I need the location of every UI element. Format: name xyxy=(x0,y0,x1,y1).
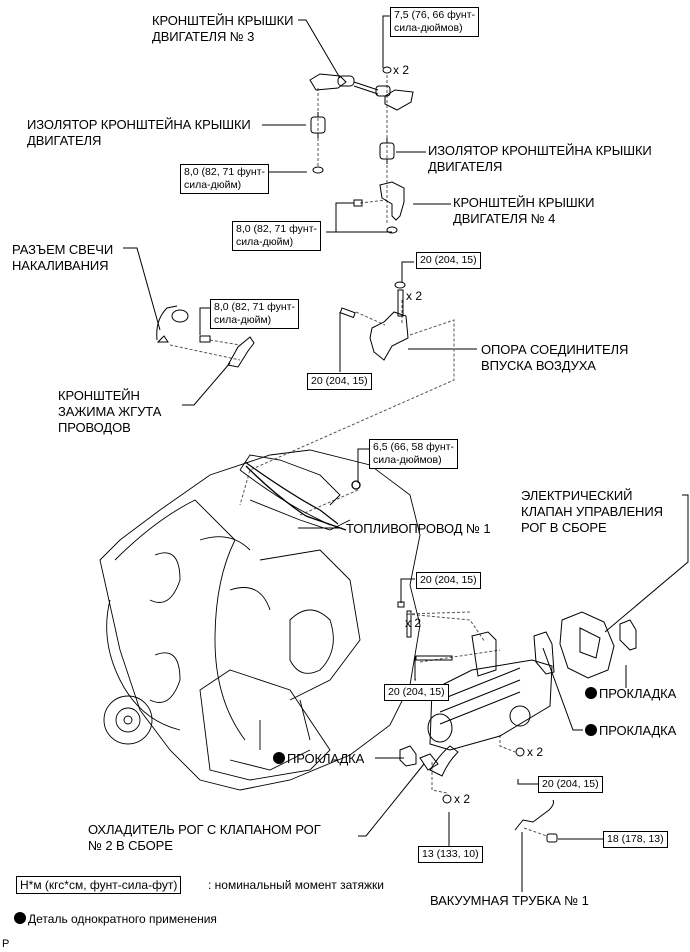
legend-torque-description: : номинальный момент затяжки xyxy=(208,878,384,892)
engine-block xyxy=(99,449,421,791)
vacuum-pipe-no1-part xyxy=(514,799,558,843)
torque-spec: 20 (204, 15) xyxy=(384,684,449,701)
torque-spec: 20 (204, 15) xyxy=(416,572,481,589)
legend-non-reusable: Деталь однократного применения xyxy=(14,911,217,927)
torque-spec: 8,0 (82, 71 фунт- сила-дюйм) xyxy=(180,164,269,194)
label-gasket-cooler: ПРОКЛАДКА xyxy=(585,723,676,739)
torque-spec: 20 (204, 15) xyxy=(538,776,603,793)
gasket-text: ПРОКЛАДКА xyxy=(599,723,677,738)
label-glow-plug-connector: РАЗЪЕМ СВЕЧИ НАКАЛИВАНИЯ xyxy=(12,242,114,273)
gasket-text: ПРОКЛАДКА xyxy=(287,751,365,766)
engine-cover-isolator-left xyxy=(310,112,326,174)
label-gasket-outlet: ПРОКЛАДКА xyxy=(273,751,364,767)
quantity-multiplier: x 2 xyxy=(406,289,423,303)
non-reusable-dot-icon xyxy=(273,752,285,764)
engine-cover-bracket-no4 xyxy=(353,181,405,234)
label-fuel-pipe-no1: ТОПЛИВОПРОВОД № 1 xyxy=(346,521,491,536)
legend-torque-unit: Н*м (кгс*см, фунт-сила-фут) xyxy=(16,876,182,894)
figure-code: P xyxy=(2,938,10,950)
label-engine-cover-bracket-no3: КРОНШТЕЙН КРЫШКИ ДВИГАТЕЛЯ № 3 xyxy=(152,13,294,44)
quantity-multiplier: x 2 xyxy=(527,745,544,759)
torque-spec: 6,5 (66, 58 фунт- сила-дюймов) xyxy=(369,439,458,469)
alignment-dashes xyxy=(169,75,548,837)
label-gasket-egr-valve: ПРОКЛАДКА xyxy=(585,686,676,702)
gasket-text: ПРОКЛАДКА xyxy=(599,686,677,701)
harness-clamp-bracket-part xyxy=(199,335,255,368)
torque-spec: 20 (204, 15) xyxy=(307,373,372,390)
intake-connector-stay-part xyxy=(339,281,409,361)
egr-valve-part xyxy=(559,611,615,679)
leader-lines xyxy=(123,15,689,892)
torque-spec: 18 (178, 13) xyxy=(603,831,668,848)
legend-non-reusable-text: Деталь однократного применения xyxy=(28,912,217,926)
engine-cover-bracket-no3 xyxy=(309,73,414,111)
label-engine-cover-isolator-left: ИЗОЛЯТОР КРОНШТЕЙНА КРЫШКИ ДВИГАТЕЛЯ xyxy=(27,117,251,148)
quantity-multiplier: x 2 xyxy=(454,792,471,806)
torque-spec: 7,5 (76, 66 фунт- сила-дюймов) xyxy=(390,7,479,37)
engine-cover-isolator-right xyxy=(379,66,395,164)
label-harness-clamp-bracket: КРОНШТЕЙН ЗАЖИМА ЖГУТА ПРОВОДОВ xyxy=(58,388,162,435)
torque-spec: 8,0 (82, 71 фунт- сила-дюйм) xyxy=(232,221,321,251)
non-reusable-dot-icon xyxy=(14,912,26,924)
label-engine-cover-isolator-right: ИЗОЛЯТОР КРОНШТЕЙНА КРЫШКИ ДВИГАТЕЛЯ xyxy=(428,143,652,174)
egr-cooler-part xyxy=(397,601,553,777)
label-vacuum-pipe-no1: ВАКУУМНАЯ ТРУБКА № 1 xyxy=(430,893,589,908)
label-egr-valve-assy: ЭЛЕКТРИЧЕСКИЙ КЛАПАН УПРАВЛЕНИЯ РОГ В СБ… xyxy=(521,488,663,535)
fuel-pipe-no1-part xyxy=(245,465,361,531)
non-reusable-dot-icon xyxy=(585,687,597,699)
torque-spec: 8,0 (82, 71 фунт- сила-дюйм) xyxy=(210,299,299,329)
nuts-bolts xyxy=(442,747,525,804)
quantity-multiplier: x 2 xyxy=(393,63,410,77)
non-reusable-dot-icon xyxy=(585,724,597,736)
gasket-parts xyxy=(399,619,637,767)
label-intake-connector-stay: ОПОРА СОЕДИНИТЕЛЯ ВПУСКА ВОЗДУХА xyxy=(481,342,629,373)
torque-spec: 13 (133, 10) xyxy=(418,846,483,863)
glow-plug-connector-part xyxy=(156,305,189,343)
torque-spec: 20 (204, 15) xyxy=(416,252,481,269)
label-engine-cover-bracket-no4: КРОНШТЕЙН КРЫШКИ ДВИГАТЕЛЯ № 4 xyxy=(453,195,595,226)
quantity-multiplier: x 2 xyxy=(405,616,422,630)
label-egr-cooler: ОХЛАДИТЕЛЬ РОГ С КЛАПАНОМ РОГ № 2 В СБОР… xyxy=(88,822,321,853)
